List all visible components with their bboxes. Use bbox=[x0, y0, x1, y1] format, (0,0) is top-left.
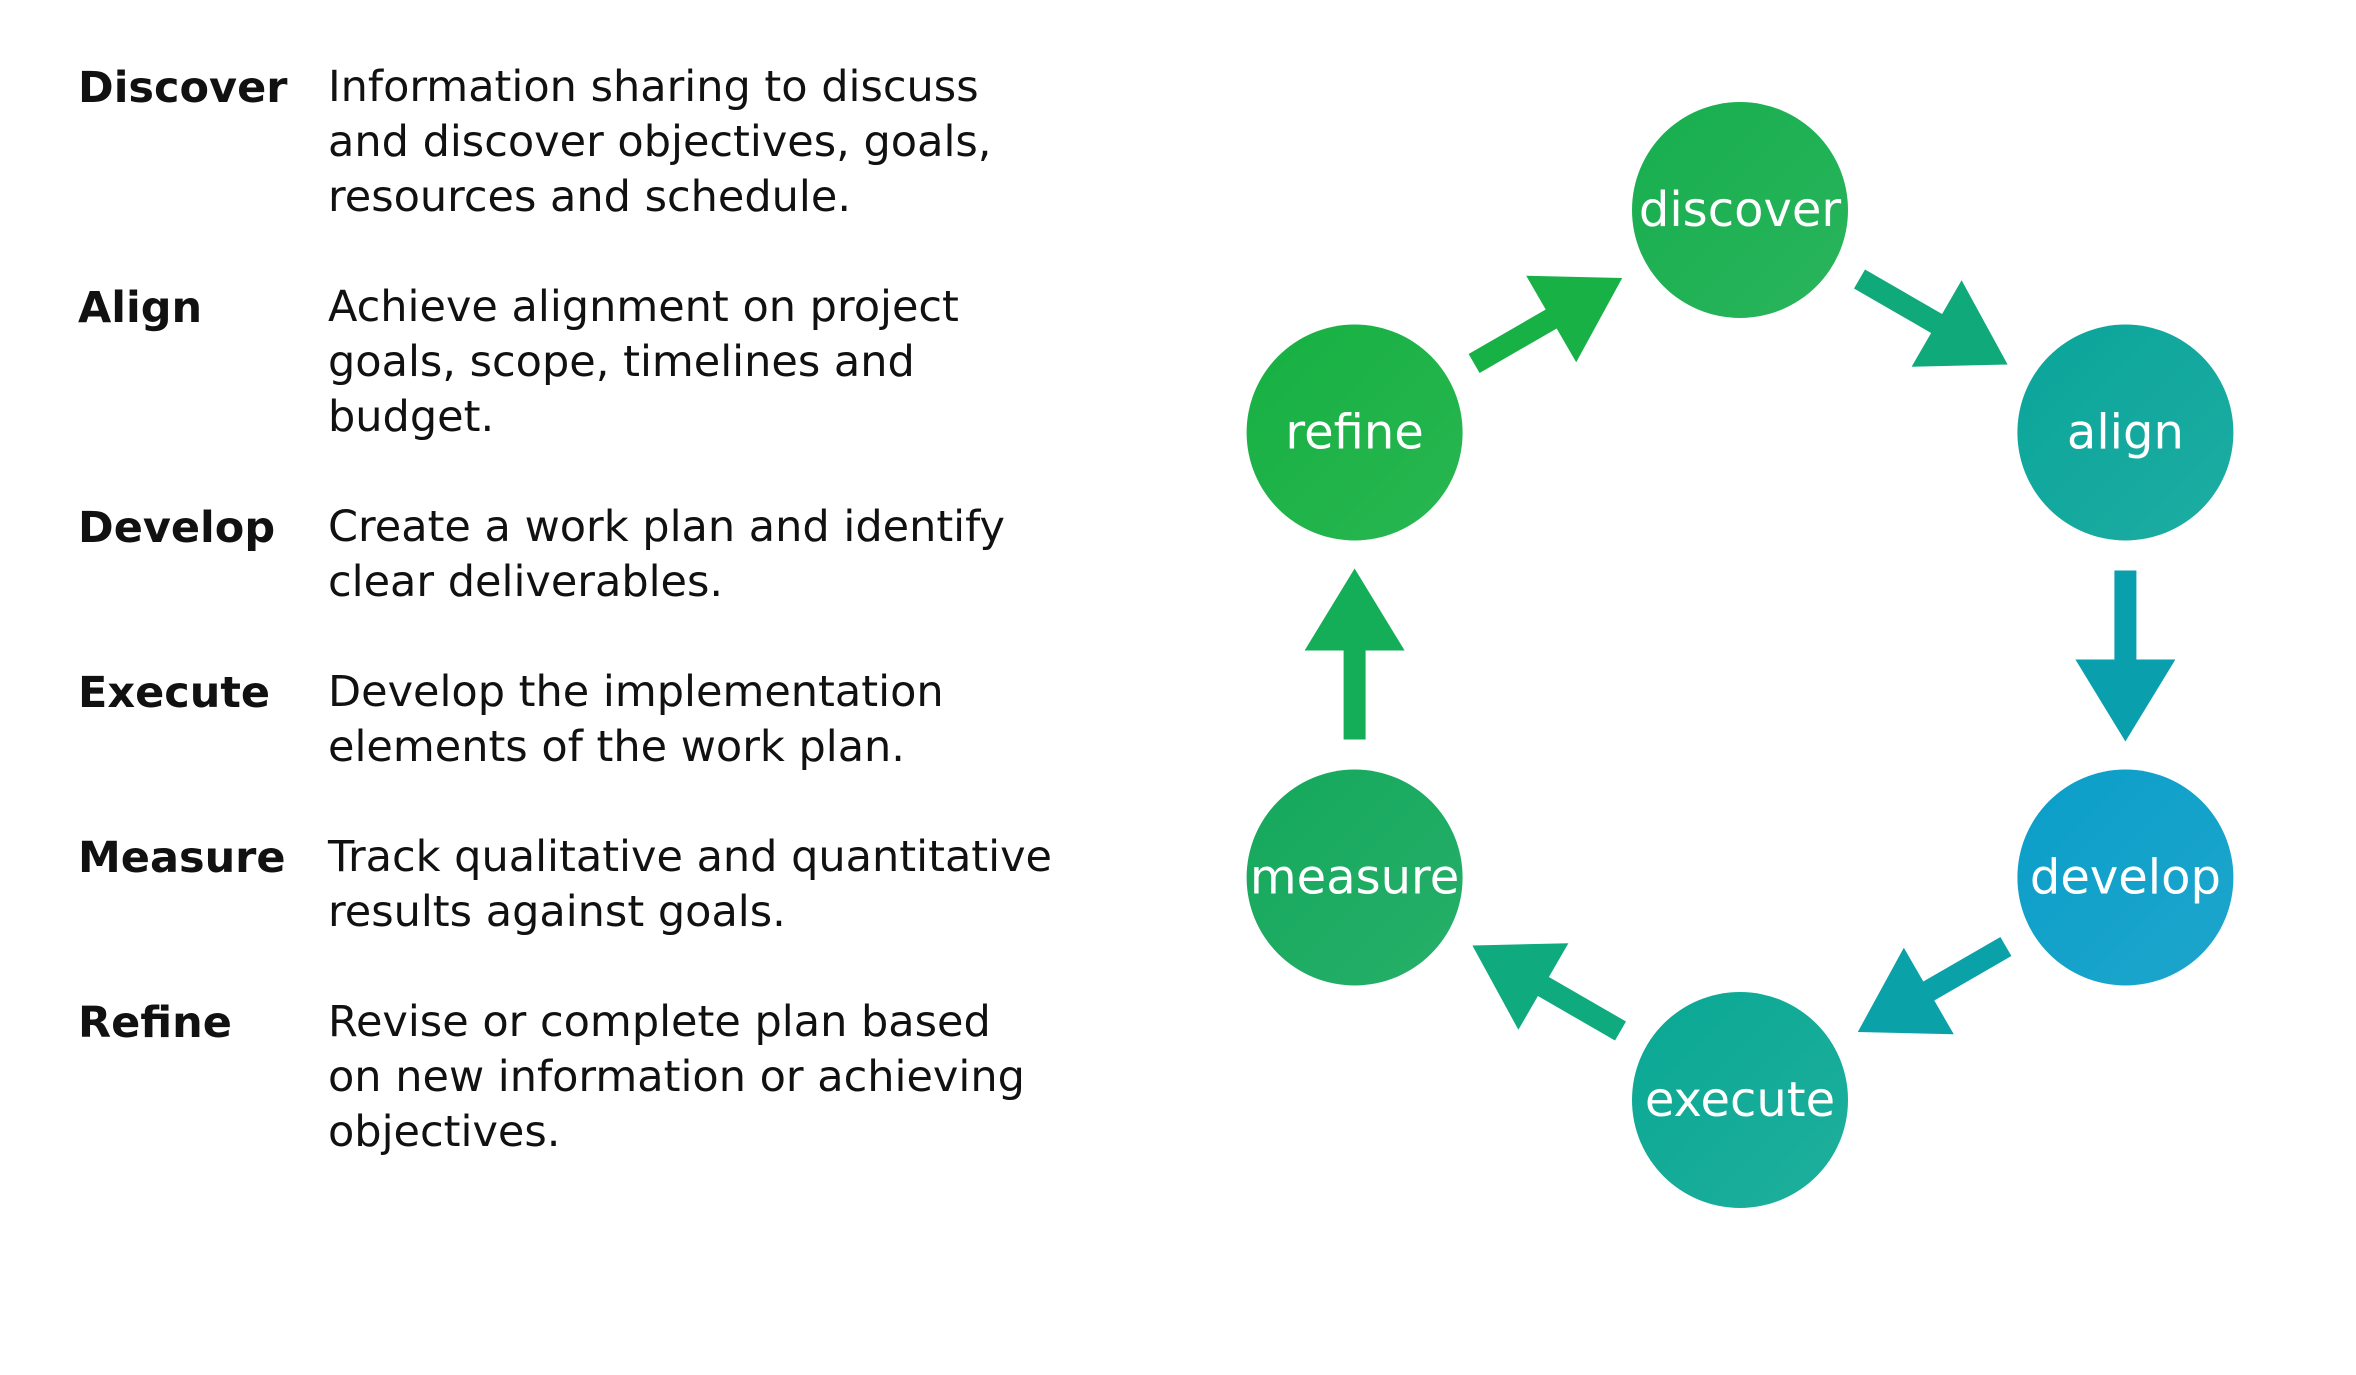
cycle-node-circle bbox=[1632, 102, 1848, 318]
step-refine: Refine Revise or complete plan based on … bbox=[78, 995, 1058, 1160]
step-align: Align Achieve alignment on project goals… bbox=[78, 280, 1058, 445]
arrow-measure-to-refine bbox=[1304, 568, 1405, 740]
step-description-measure: Track qualitative and quantitative resul… bbox=[328, 832, 1053, 937]
step-list: Discover Information sharing to discuss … bbox=[78, 60, 1058, 1160]
cycle-node-label: discover bbox=[1639, 182, 1842, 238]
cycle-node-circle bbox=[1246, 769, 1463, 986]
cycle-node-develop: develop bbox=[2017, 769, 2234, 986]
step-name-refine: Refine bbox=[78, 998, 232, 1048]
arrow-develop-to-execute bbox=[1857, 937, 2012, 1035]
step-discover: Discover Information sharing to discuss … bbox=[78, 60, 1058, 225]
cycle-node-label: execute bbox=[1645, 1072, 1835, 1128]
cycle-node-measure: measure bbox=[1246, 769, 1463, 986]
arrow-execute-to-measure bbox=[1472, 943, 1626, 1041]
cycle-node-execute: execute bbox=[1632, 992, 1848, 1208]
arrow-align-to-develop bbox=[2075, 570, 2176, 742]
step-name-execute: Execute bbox=[78, 668, 271, 718]
cycle-node-discover: discover bbox=[1632, 102, 1848, 318]
cycle-node-label: measure bbox=[1250, 850, 1459, 906]
step-description-align: Achieve alignment on project goals, scop… bbox=[328, 282, 959, 442]
step-name-measure: Measure bbox=[78, 833, 286, 883]
cycle-arrows bbox=[1304, 269, 2176, 1041]
step-description-execute: Develop the implementation elements of t… bbox=[328, 667, 944, 772]
cycle-node-label: align bbox=[2067, 405, 2184, 461]
cycle-node-circle bbox=[1246, 324, 1463, 541]
step-execute: Execute Develop the implementation eleme… bbox=[78, 665, 1058, 775]
cycle-node-label: refine bbox=[1285, 405, 1423, 461]
cycle-node-circle bbox=[2017, 324, 2234, 541]
step-name-discover: Discover bbox=[78, 63, 288, 113]
step-description-refine: Revise or complete plan based on new inf… bbox=[328, 997, 1025, 1157]
cycle-node-label: develop bbox=[2030, 850, 2221, 906]
arrow-refine-to-discover bbox=[1468, 275, 1623, 373]
cycle-node-refine: refine bbox=[1246, 324, 1463, 541]
step-description-develop: Create a work plan and identify clear de… bbox=[328, 502, 1005, 607]
cycle-node-align: align bbox=[2017, 324, 2234, 541]
cycle-node-circle bbox=[1632, 992, 1848, 1208]
step-develop: Develop Create a work plan and identify … bbox=[78, 500, 1058, 610]
step-name-develop: Develop bbox=[78, 503, 276, 553]
cycle-nodes: discover align develop execute measure refine bbox=[1246, 102, 2234, 1208]
step-name-align: Align bbox=[78, 283, 203, 333]
arrow-discover-to-align bbox=[1854, 269, 2008, 367]
cycle-node-circle bbox=[2017, 769, 2234, 986]
step-description-discover: Information sharing to discuss and disco… bbox=[328, 62, 992, 222]
step-measure: Measure Track qualitative and quantitati… bbox=[78, 830, 1058, 940]
